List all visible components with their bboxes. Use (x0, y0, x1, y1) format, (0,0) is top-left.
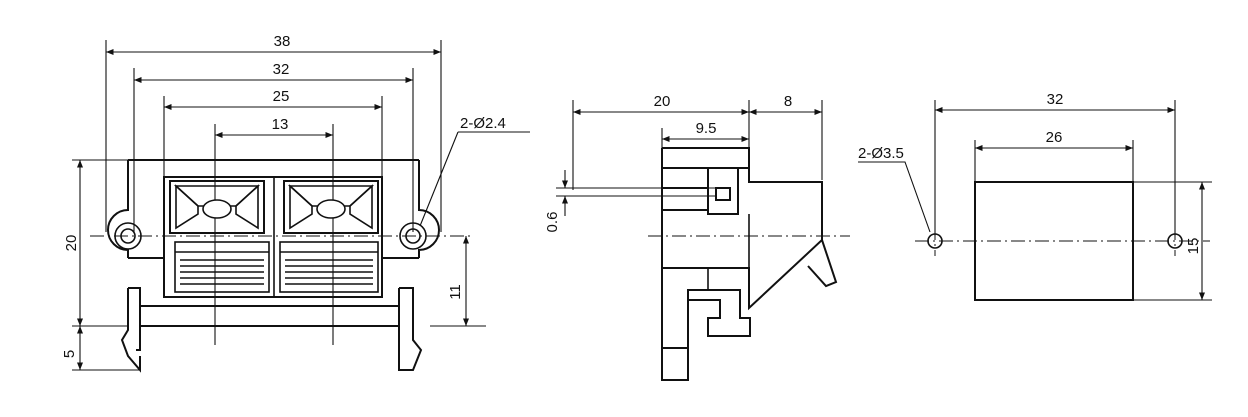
dim-cutout-width: 26 (1046, 129, 1063, 146)
dim-hole-pitch: 32 (1047, 91, 1064, 108)
dim-port-pitch: 13 (272, 116, 289, 133)
side-view: 20 8 9.5 0.6 (544, 93, 850, 381)
front-view: 38 32 25 13 (61, 33, 530, 373)
dim-offset: 9.5 (696, 120, 717, 137)
hole-note-cutout: 2-Ø3.5 (858, 145, 904, 162)
panel-cutout-view: 32 26 15 2-Ø3.5 (858, 91, 1212, 301)
dim-overall-width: 38 (274, 33, 291, 50)
port-left (169, 180, 270, 293)
dim-foot: 5 (61, 350, 78, 358)
dim-center-height: 11 (447, 284, 464, 300)
dim-cutout-height: 15 (1185, 238, 1202, 255)
dim-mount-pitch: 32 (273, 61, 290, 78)
dim-depth: 20 (654, 93, 671, 110)
dim-body-width: 25 (273, 88, 290, 105)
hole-note-front: 2-Ø2.4 (460, 115, 506, 132)
dim-tab: 8 (784, 93, 792, 110)
dim-thickness: 0.6 (544, 212, 561, 233)
dim-height: 20 (63, 235, 80, 252)
port-right (279, 180, 379, 293)
